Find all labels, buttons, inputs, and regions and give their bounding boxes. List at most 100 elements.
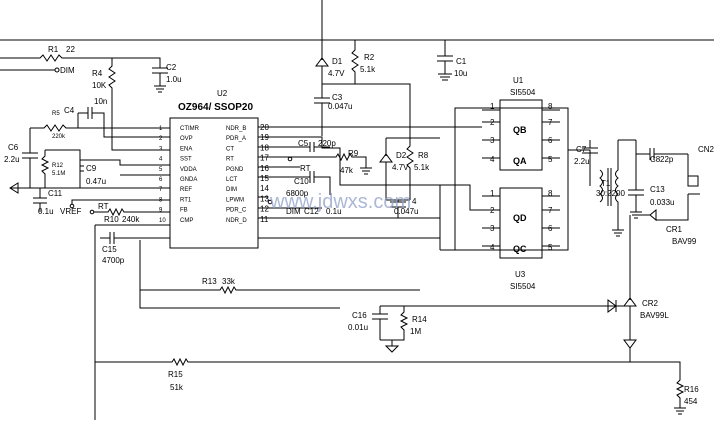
c7-ref: C7 — [576, 145, 587, 154]
r2-value: 5.1k — [360, 65, 376, 74]
c1-value: 10u — [454, 69, 467, 78]
r12-value: 5.1M — [52, 171, 65, 177]
d2-diode — [379, 138, 393, 200]
r1-ref: R1 — [48, 45, 59, 54]
c10-value: 6800p — [286, 189, 309, 198]
rt-right-terminal — [287, 156, 293, 162]
cr1-ref: CR1 — [666, 225, 683, 234]
c4b-value: 0.047u — [394, 207, 418, 216]
chip-pin-num: 17 — [260, 154, 269, 163]
c5-value: 220p — [318, 139, 336, 148]
t1-ref: T1 — [601, 179, 611, 188]
r9-ground — [360, 167, 372, 175]
r14-ref: R14 — [412, 315, 427, 324]
r8-value: 5.1k — [414, 163, 430, 172]
c4b-capacitor — [386, 199, 410, 218]
chip-pin-name: PDR_A — [226, 136, 246, 142]
c11-ref: C11 — [48, 189, 63, 198]
c15-ref: C15 — [102, 245, 117, 254]
c6-value: 2.2u — [4, 155, 20, 164]
c5-capacitor — [258, 142, 330, 152]
chip-u2: U2 OZ964/ SSOP20 — [169, 89, 259, 249]
chip-pin-name: LCT — [226, 177, 238, 183]
r10-resistor — [94, 207, 170, 217]
t1-transformer — [599, 140, 619, 230]
chip-pin-num: 16 — [260, 164, 269, 173]
c11-value: 0.1u — [38, 207, 54, 216]
r10-ref: R10 — [104, 215, 119, 224]
chip-pin-name: CMP — [180, 218, 193, 224]
chip-pin-num: 10 — [159, 218, 166, 224]
u3-pin7: 7 — [548, 206, 553, 215]
gate-b-wire — [355, 83, 411, 138]
c10-ref: C10 — [294, 177, 309, 186]
u3-pin4: 4 — [490, 243, 495, 252]
r16-ref: R16 — [684, 385, 699, 394]
r5-value: 220k — [52, 134, 66, 140]
qa-label: QA — [513, 156, 527, 166]
u1-body — [499, 99, 543, 171]
c13-value: 0.033u — [650, 198, 674, 207]
chip-pin-name: CT — [226, 146, 234, 152]
qb-label: QB — [513, 125, 527, 135]
ctrl-wires — [258, 196, 440, 239]
r14-value: 1M — [410, 327, 421, 336]
u1-pin3: 3 — [490, 136, 495, 145]
u1-pin6: 6 — [548, 136, 553, 145]
c8-ref: C8 — [650, 155, 661, 164]
mosfet-group-outline — [454, 107, 569, 251]
c9-value: 0.47u — [86, 177, 106, 186]
chip-body — [169, 117, 259, 249]
r15-resistor — [160, 357, 630, 367]
chip-pin-name: NDR_D — [226, 218, 247, 224]
r10-value: 240k — [122, 215, 140, 224]
r12-resistor — [40, 149, 81, 188]
r9-ref: R9 — [348, 149, 359, 158]
c6-ref: C6 — [8, 143, 19, 152]
u3-pin5: 5 — [548, 243, 553, 252]
chip-pin-name: LPWM — [226, 197, 244, 203]
r2-resistor — [322, 40, 359, 85]
chip-pin-name: SST — [180, 157, 192, 163]
r4-resistor — [108, 58, 170, 151]
u3-pin2: 2 — [490, 206, 495, 215]
fb-wire — [94, 224, 170, 420]
r13-value: 33k — [222, 277, 236, 286]
c13-capacitor — [628, 140, 644, 219]
c4-value: 10n — [94, 97, 107, 106]
c12-ref: C12 — [304, 207, 319, 216]
chip-pin-num: 2 — [159, 136, 163, 142]
chip-pin-num: 1 — [159, 126, 163, 132]
c7-capacitor — [582, 140, 598, 186]
c8-value: 22p — [660, 155, 674, 164]
chip-pin-name: CTIMR — [180, 126, 200, 132]
u1-ref: U1 — [513, 76, 524, 85]
c5-ref: C5 — [298, 139, 309, 148]
chip-pin-num: 14 — [260, 184, 269, 193]
c2-capacitor — [112, 57, 168, 86]
u3-pin6: 6 — [548, 224, 553, 233]
chip-pin-num: 13 — [260, 194, 269, 203]
vref-terminal — [69, 203, 75, 209]
c1-capacitor — [437, 40, 453, 81]
chip-pin-num: 18 — [260, 143, 269, 152]
r5-ref: R5 — [52, 111, 60, 117]
r9-value: 47k — [340, 166, 354, 175]
c15-capacitor — [100, 232, 170, 244]
c2-ground — [154, 85, 166, 93]
r12-ref: R12 — [52, 163, 64, 169]
chip-pin-name: GNDA — [180, 177, 197, 183]
cr1-diode — [636, 194, 689, 222]
chip-right-pins: 20NDR_B19PDR_A18CT17RT16PGND15LCT14DIM13… — [226, 123, 269, 224]
d1-diode — [315, 0, 329, 67]
u3-body — [499, 187, 543, 259]
r9-resistor — [258, 152, 367, 168]
d2-value: 4.7V — [392, 163, 409, 172]
mosfet-u3: U3 SI5504 QD QC 1 2 3 4 8 7 6 5 — [440, 126, 591, 291]
left-network: C4 10n R5 220k C6 2.2u R12 5.1M C9 0.47u… — [4, 97, 340, 420]
ref-wire — [71, 199, 170, 204]
dim-mid-terminal — [267, 199, 273, 205]
feedback-diode — [380, 299, 630, 313]
